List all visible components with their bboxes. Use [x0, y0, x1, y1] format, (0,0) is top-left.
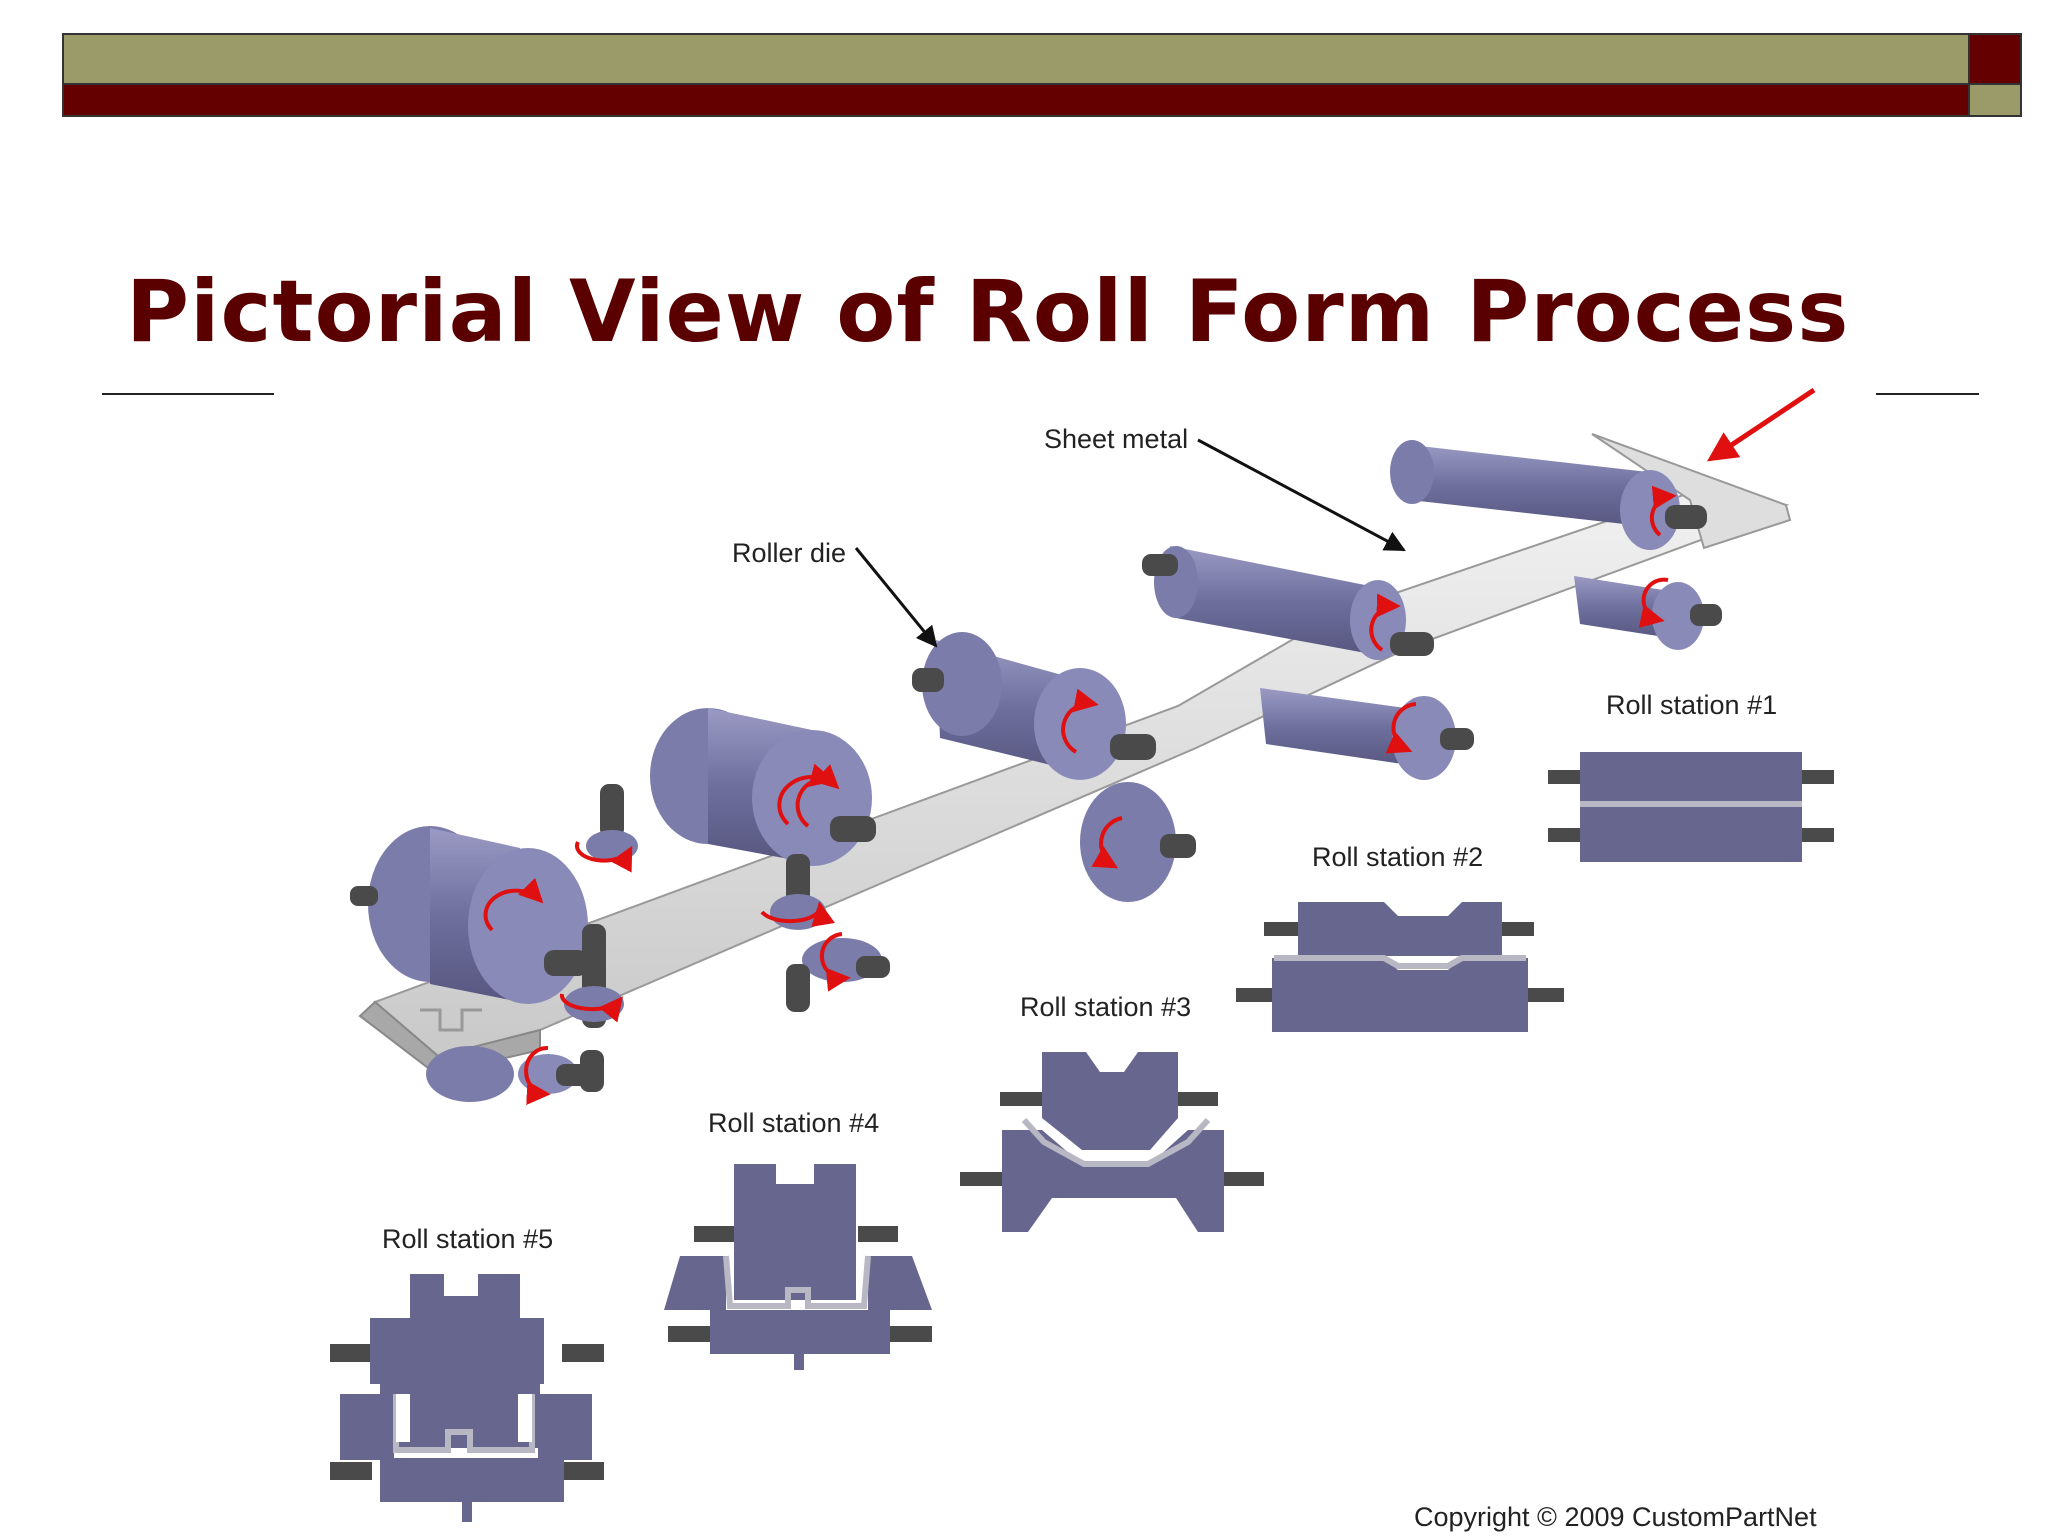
station-cross-sections [330, 752, 1834, 1522]
shaft-icon [912, 668, 944, 692]
rotation-arrow-icon [1369, 593, 1401, 652]
header-corner-olive [1968, 83, 2022, 117]
shaft-icon [856, 956, 890, 978]
shaft-icon [1110, 734, 1156, 760]
shaft-icon [1160, 834, 1196, 858]
rotation-arrow-icon [483, 877, 544, 932]
roll-station-3-rollers [912, 632, 1196, 902]
top-roller-end [468, 848, 588, 1004]
rotation-arrow-icon [1649, 485, 1677, 537]
station-4-section [664, 1164, 932, 1370]
slide-title: Pictorial View of Roll Form Process [126, 262, 1850, 362]
shaft-icon [1690, 604, 1722, 626]
rotation-arrow-icon [1385, 702, 1417, 754]
top-roller-end [752, 730, 872, 866]
rotation-arrow-icon [524, 1045, 551, 1105]
header-maroon-band [62, 83, 1970, 117]
label-roller-die: Roller die [732, 538, 846, 568]
label-station-3: Roll station #3 [1020, 992, 1191, 1022]
rotation-arrow-icon [559, 993, 624, 1023]
shaft-icon [786, 854, 810, 904]
label-station-1: Roll station #1 [1606, 690, 1777, 720]
bottom-roller-end [1080, 782, 1176, 902]
label-station-5: Roll station #5 [382, 1224, 553, 1254]
header-olive-band [62, 33, 1970, 85]
rotation-arrow-icon [760, 901, 835, 927]
label-station-4: Roll station #4 [708, 1108, 879, 1138]
station-2-section [1236, 902, 1564, 1032]
shaft-icon [830, 816, 876, 842]
shaft-icon [544, 950, 588, 976]
shaft-icon [1665, 505, 1707, 529]
shaft-icon [600, 784, 624, 838]
shaft-icon [1440, 728, 1474, 750]
callout-lines [854, 438, 1406, 648]
label-sheet-metal: Sheet metal [1044, 424, 1188, 454]
station-5-section [330, 1274, 604, 1522]
shaft-icon [1390, 632, 1434, 656]
roll-station-4-rollers [586, 708, 890, 1012]
rotation-arrow-icon [819, 932, 851, 992]
roller-die-leader [854, 547, 938, 648]
rotation-arrow-icon [1091, 816, 1123, 869]
station-1-section [1548, 752, 1834, 862]
rotation-arrows [483, 485, 1677, 1105]
copyright-text: Copyright © 2009 CustomPartNet [1414, 1502, 1817, 1532]
label-station-2: Roll station #2 [1312, 842, 1483, 872]
top-roller-end [1034, 668, 1126, 780]
rotation-arrow-icon [777, 764, 840, 826]
header-bar [62, 33, 2022, 117]
title-rule-right [1876, 393, 1979, 395]
shaft-icon [1142, 554, 1178, 576]
top-roller-start [922, 632, 1002, 736]
feed-direction-arrow-icon [1707, 387, 1816, 462]
diagram-labels: Sheet metal Roller die Roll station #1 R… [382, 424, 1817, 1532]
rotation-arrow-icon [1061, 688, 1099, 754]
top-roller-start [1390, 440, 1434, 504]
rotation-arrow-icon [1638, 577, 1669, 628]
title-rule-left [102, 393, 274, 395]
station-3-section [960, 1052, 1264, 1232]
rotation-arrow-icon [574, 841, 633, 873]
shaft-icon [350, 886, 378, 906]
sheet-metal-leader [1197, 438, 1406, 552]
bottom-roller-end [1652, 582, 1704, 650]
shaft-icon [786, 964, 810, 1012]
roll-station-5-rollers [350, 826, 624, 1102]
bottom-roller-end [1392, 696, 1456, 780]
shaft-icon [556, 1064, 590, 1086]
